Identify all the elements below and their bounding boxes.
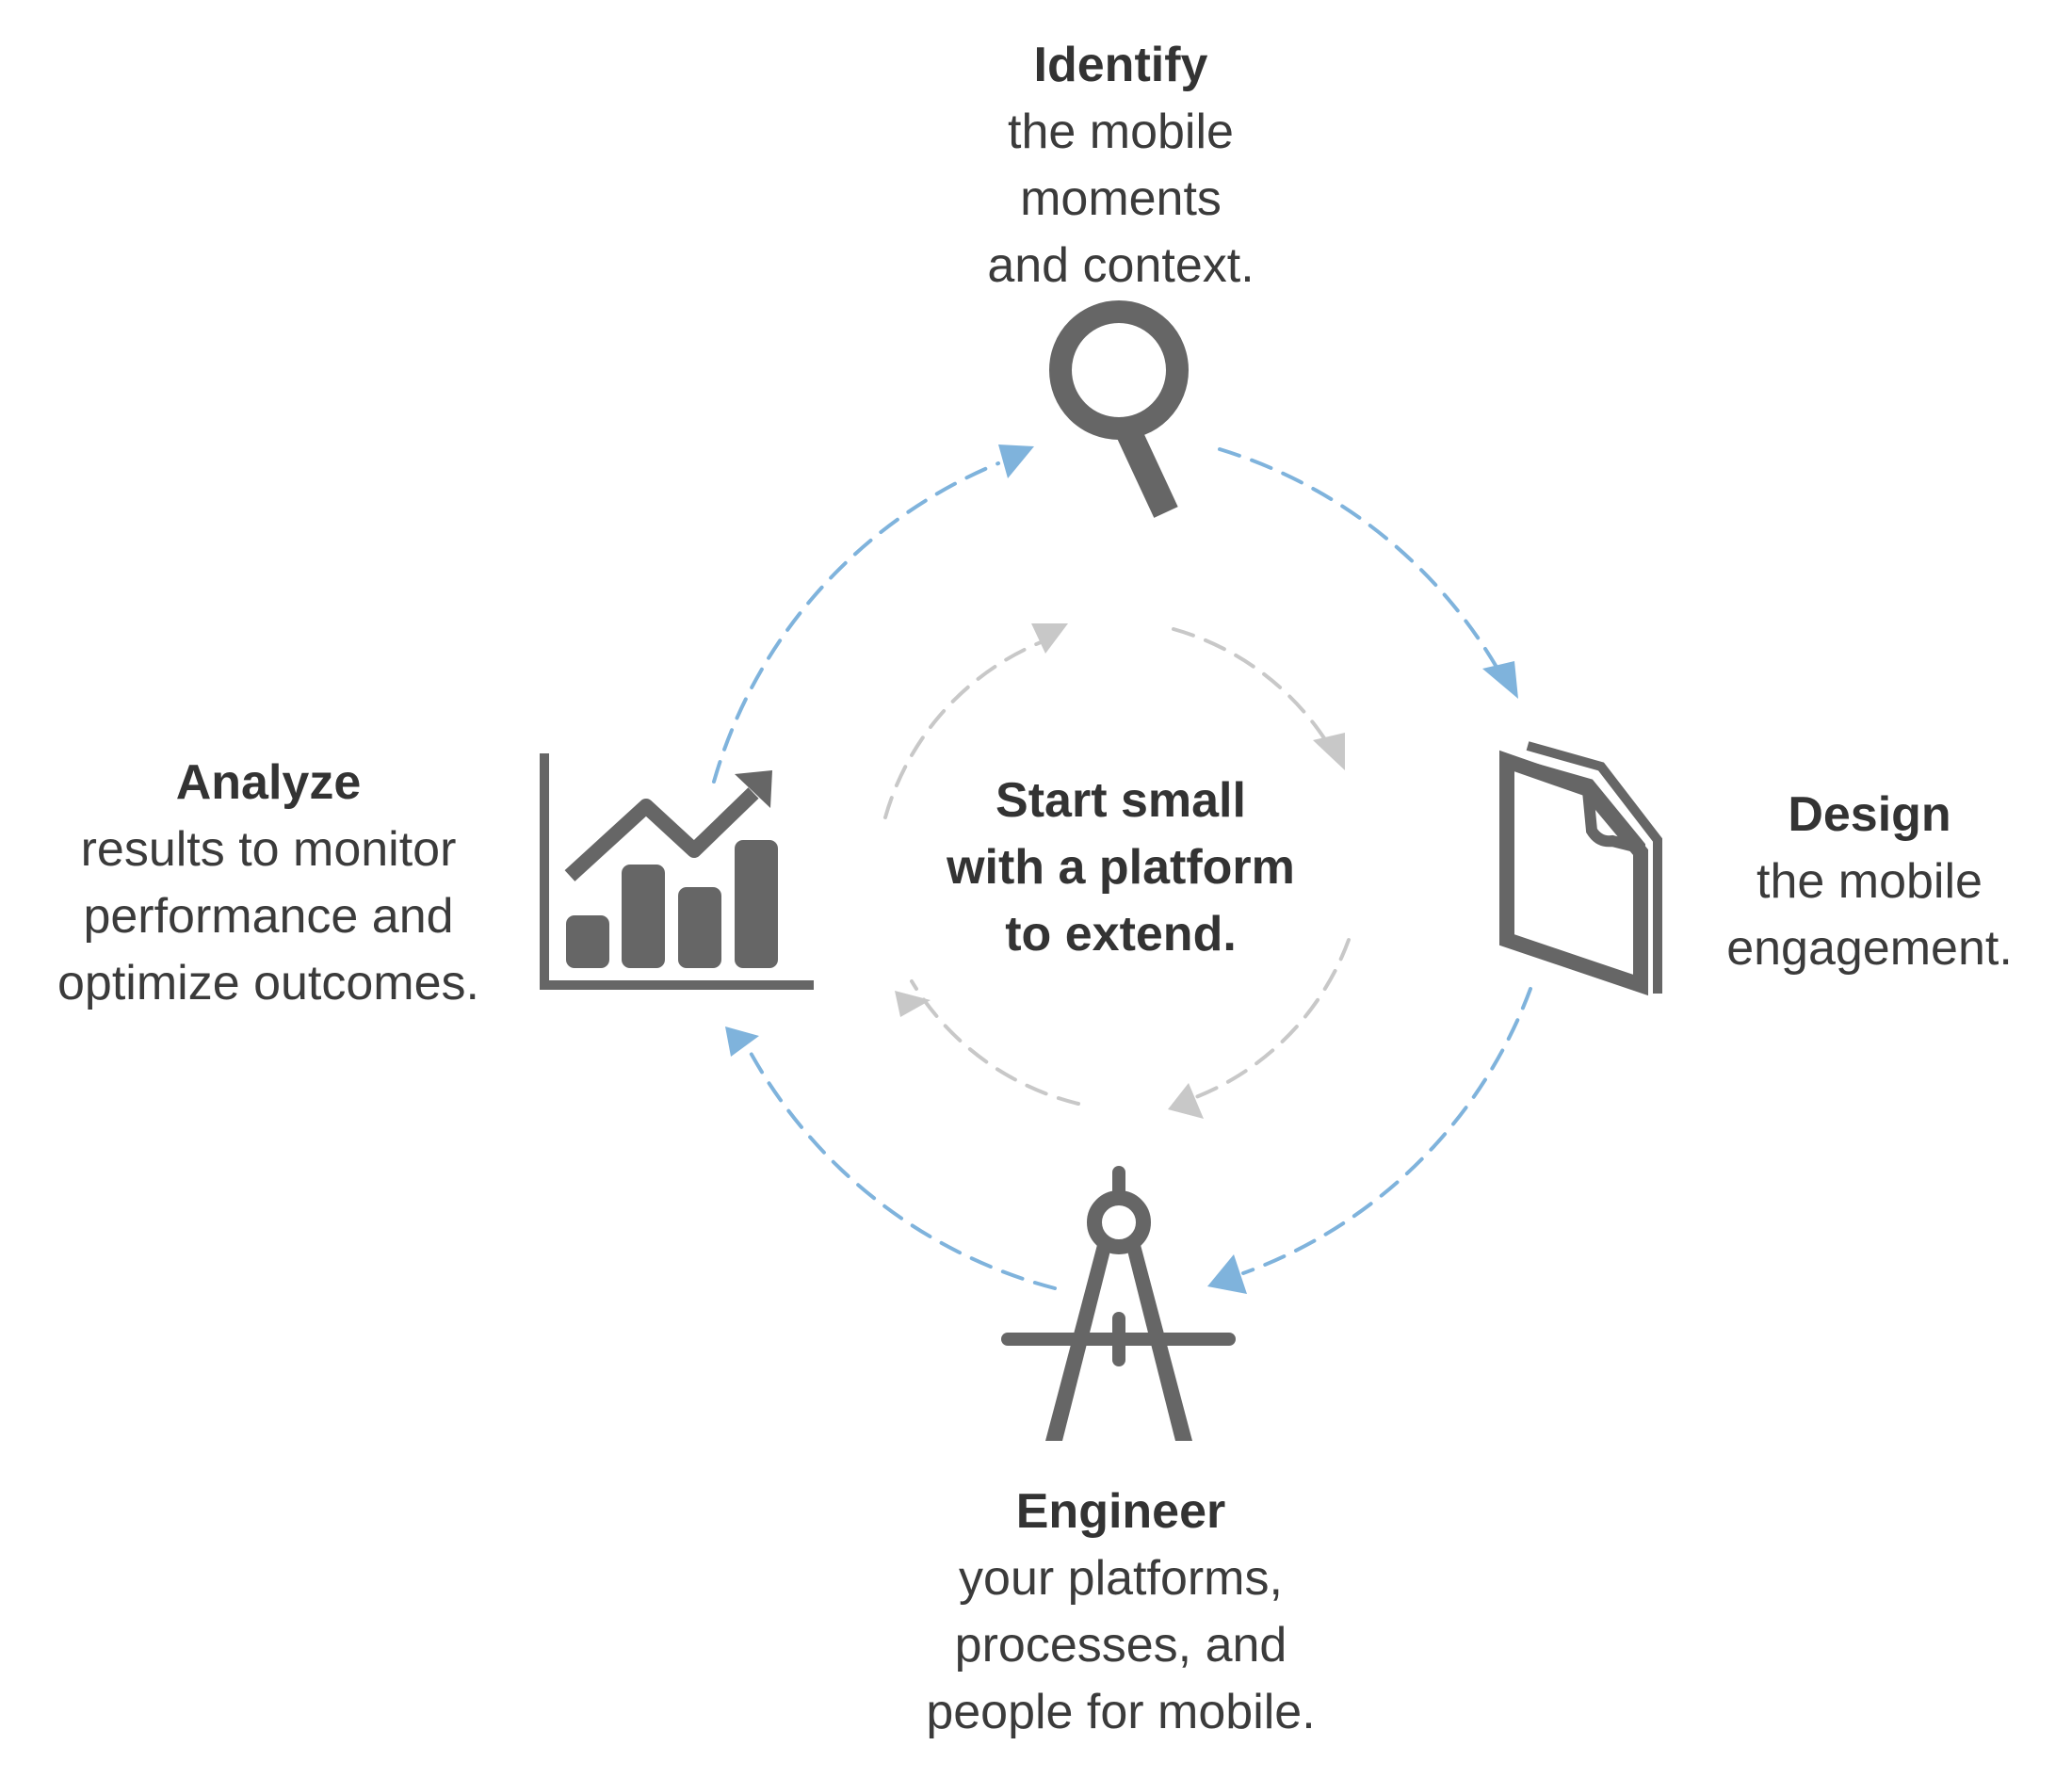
engineer-title: Engineer (1015, 1484, 1226, 1539)
engineer-desc-line: processes, and (954, 1618, 1287, 1673)
analyze-label: Analyze results to monitor performance a… (9, 750, 527, 1017)
inner-arrowhead-bottom (1168, 1083, 1204, 1119)
engineer-label: Engineer your platforms, processes, and … (848, 1479, 1394, 1746)
center-line: with a platform (947, 840, 1295, 895)
arrowhead-engineer (1207, 1254, 1247, 1294)
inner-arrowheads (895, 623, 1345, 1119)
inner-arrow-top-left (883, 638, 1047, 819)
arrowhead-identify (998, 444, 1034, 478)
arrow-identify-to-design (1218, 447, 1499, 671)
engineer-desc-line: people for mobile. (926, 1685, 1316, 1739)
magnifier-icon (1049, 300, 1189, 518)
analyze-desc-line: results to monitor (80, 822, 457, 877)
compass-icon (1001, 1166, 1236, 1441)
outer-arrowheads (725, 444, 1518, 1294)
center-label: Start small with a platform to extend. (848, 768, 1394, 968)
identify-desc-line: moments (1020, 171, 1222, 226)
identify-desc-line: and context. (987, 238, 1255, 293)
design-title: Design (1788, 787, 1951, 842)
inner-arrow-bottom-left (910, 979, 1080, 1106)
center-line: Start small (996, 773, 1246, 828)
analyze-title: Analyze (175, 755, 362, 810)
inner-arrow-bottom-right (1187, 938, 1351, 1102)
engineer-desc-line: your platforms, (959, 1551, 1283, 1606)
arrow-design-to-engineer (1241, 987, 1532, 1275)
identify-title: Identify (1033, 38, 1208, 92)
arrow-engineer-to-analyze (742, 1039, 1057, 1290)
design-desc-line: the mobile (1756, 854, 1983, 909)
outer-cycle-arrows (712, 447, 1532, 1290)
arrowhead-analyze (725, 1026, 759, 1057)
analyze-desc-line: optimize outcomes. (57, 956, 479, 1010)
center-line: to extend. (1005, 907, 1237, 962)
design-label: Design the mobile engagement. (1676, 782, 2063, 982)
inner-arrowhead-top (1031, 623, 1068, 654)
document-icon (1499, 741, 1662, 996)
identify-label: Identify the mobile moments and context. (914, 32, 1328, 299)
growth-chart-icon (540, 753, 814, 990)
identify-desc-line: the mobile (1008, 105, 1234, 159)
inner-arrowhead-left (895, 991, 931, 1017)
arrowhead-design (1482, 661, 1518, 699)
inner-arrow-top-right (1172, 627, 1330, 746)
analyze-desc-line: performance and (83, 889, 454, 944)
arrow-analyze-to-identify (712, 461, 1000, 784)
inner-cycle-arrows (883, 627, 1351, 1106)
inner-arrowhead-right (1313, 733, 1345, 770)
design-desc-line: engagement. (1726, 921, 2013, 976)
